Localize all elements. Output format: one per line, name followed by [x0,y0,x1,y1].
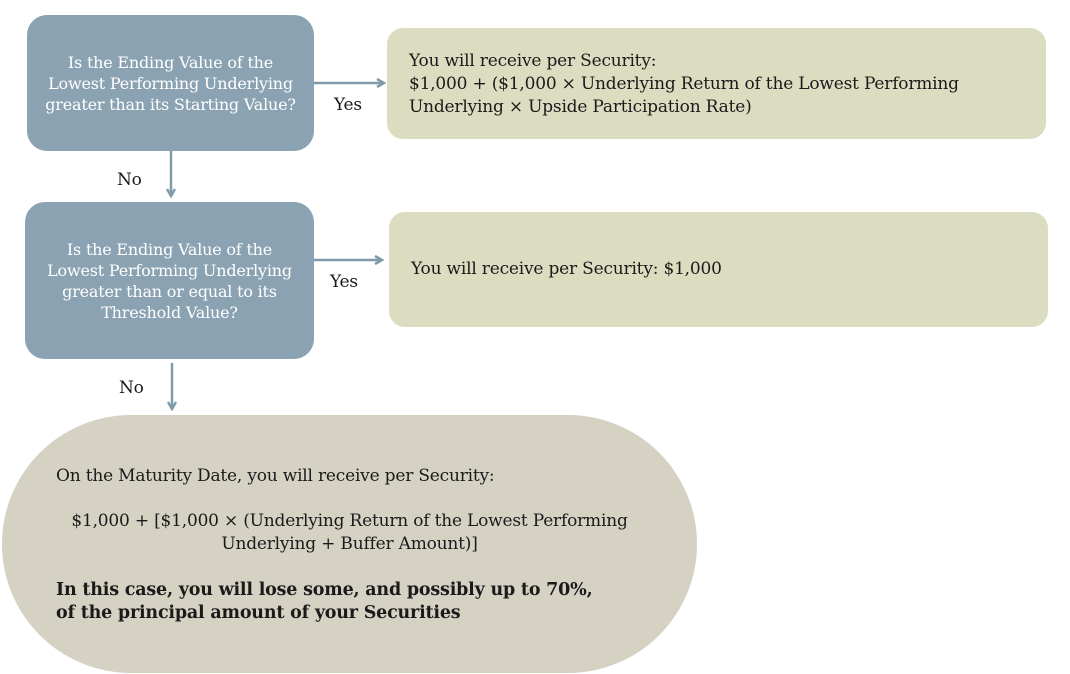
final-warning: In this case, you will lose some, and po… [56,579,593,625]
answer-1-line-2: $1,000 + ($1,000 × Underlying Return of … [409,74,959,94]
edge-label-yes-2: Yes [330,272,358,292]
question-2-box: Is the Ending Value of the Lowest Perfor… [25,202,314,359]
answer-2-box: You will receive per Security: $1,000 [389,212,1048,327]
question-2-text: Is the Ending Value of the Lowest Perfor… [47,239,292,322]
edge-label-no-1: No [117,170,142,190]
question-1-box: Is the Ending Value of the Lowest Perfor… [27,15,314,151]
answer-2-text: You will receive per Security: $1,000 [411,259,722,279]
final-formula-line-1: $1,000 + [$1,000 × (Underlying Return of… [71,511,628,531]
final-formula: $1,000 + [$1,000 × (Underlying Return of… [42,510,657,556]
answer-1-box: You will receive per Security: $1,000 + … [387,28,1046,139]
final-warning-line-1: In this case, you will lose some, and po… [56,580,593,600]
edge-label-yes-1: Yes [334,95,362,115]
answer-1-line-1: You will receive per Security: [409,51,657,71]
question-1-text: Is the Ending Value of the Lowest Perfor… [45,52,296,114]
answer-1-line-3: Underlying × Upside Participation Rate) [409,97,752,117]
final-formula-line-2: Underlying + Buffer Amount)] [221,534,478,554]
final-warning-line-2: of the principal amount of your Securiti… [56,603,461,623]
final-intro-text: On the Maturity Date, you will receive p… [56,466,495,486]
final-outcome-box: On the Maturity Date, you will receive p… [2,415,697,673]
edge-label-no-2: No [119,378,144,398]
